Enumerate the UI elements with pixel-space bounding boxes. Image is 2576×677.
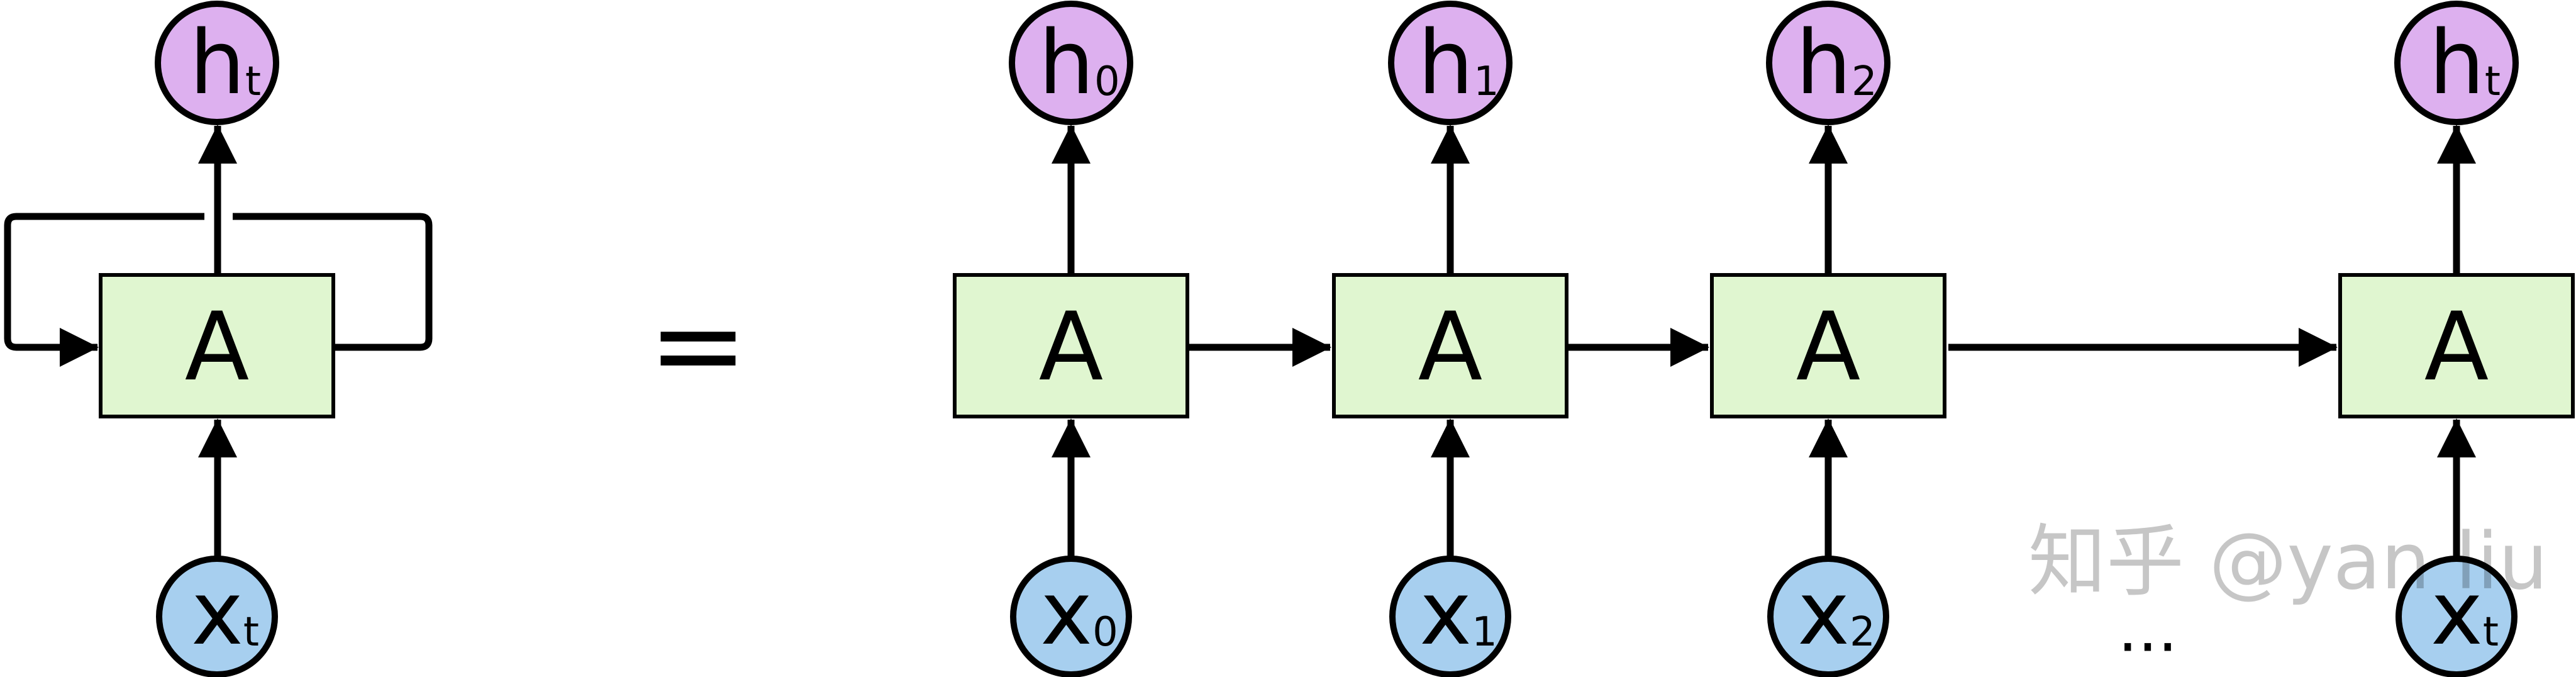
- step-1-input-label: x1: [1419, 562, 1497, 665]
- step-t-hidden-label: ht: [2429, 12, 2501, 115]
- unrolled-rnn: A h0 x0 A h1: [953, 1, 2575, 677]
- step-1-hidden-label: h1: [1418, 12, 1499, 115]
- step-0-hidden-node: h0: [1009, 1, 1133, 125]
- folded-cell-box: [99, 273, 335, 418]
- step-2-input-subscript: 2: [1850, 609, 1875, 656]
- recurrent-loop-return: [4, 213, 204, 367]
- folded-hidden-letter: h: [189, 12, 245, 115]
- step-1: A h1 x1: [1332, 1, 1568, 677]
- step-t-cell-box: [2338, 273, 2575, 418]
- step-2-hidden-label: h2: [1796, 12, 1877, 115]
- step-t-input-label: xt: [2431, 562, 2499, 665]
- step-0: A h0 x0: [953, 1, 1189, 677]
- folded-hidden-subscript: t: [245, 59, 261, 105]
- step-t-input-subscript: t: [2483, 609, 2499, 656]
- step-2: A h2 x2: [1710, 1, 1946, 677]
- step-1-input-subscript: 1: [1472, 609, 1497, 656]
- step-0-cell-label: A: [1039, 293, 1104, 402]
- step-1-input-node: x1: [1389, 556, 1511, 677]
- step-0-input-label: x0: [1040, 562, 1118, 665]
- step-2-hidden-subscript: 2: [1852, 59, 1877, 105]
- step-0-input-letter: x: [1040, 562, 1092, 665]
- step-t: A ht xt: [2338, 1, 2575, 677]
- folded-hidden-node: ht: [155, 1, 279, 125]
- step-t-hidden-letter: h: [2429, 12, 2485, 115]
- step-1-hidden-subscript: 1: [1474, 59, 1499, 105]
- folded-hidden-label: ht: [189, 12, 261, 115]
- step-t-input-letter: x: [2431, 562, 2483, 665]
- step-0-hidden-label: h0: [1038, 12, 1119, 115]
- step-t-input-node: xt: [2396, 556, 2518, 677]
- step-2-cell-box: [1710, 273, 1946, 418]
- folded-input-label: xt: [191, 562, 259, 665]
- step-2-hidden-node: h2: [1766, 1, 1890, 125]
- step-t-hidden-node: ht: [2394, 1, 2519, 125]
- ellipsis: ...: [2118, 593, 2177, 666]
- step-2-hidden-letter: h: [1796, 12, 1852, 115]
- step-0-cell-box: [953, 273, 1189, 418]
- recurrent-loop-arrow: [233, 213, 433, 351]
- step-1-hidden-letter: h: [1418, 12, 1474, 115]
- step-1-cell-label: A: [1418, 293, 1483, 402]
- step-2-input-node: x2: [1767, 556, 1889, 677]
- folded-input-node: xt: [156, 556, 278, 677]
- step-0-hidden-letter: h: [1038, 12, 1094, 115]
- watermark-text: 知乎 @yan liu: [2028, 517, 2548, 607]
- step-t-hidden-subscript: t: [2485, 59, 2501, 105]
- step-1-cell-box: [1332, 273, 1568, 418]
- step-0-input-node: x0: [1010, 556, 1132, 677]
- equals-sign: =: [648, 276, 748, 415]
- step-0-hidden-subscript: 0: [1094, 59, 1120, 105]
- step-t-cell-label: A: [2424, 293, 2489, 402]
- step-2-input-letter: x: [1797, 562, 1850, 665]
- step-2-cell-label: A: [1796, 293, 1861, 402]
- folded-input-letter: x: [191, 562, 243, 665]
- step-0-input-subscript: 0: [1092, 609, 1118, 656]
- folded-cell-label: A: [185, 293, 250, 402]
- step-1-input-letter: x: [1419, 562, 1472, 665]
- step-1-hidden-node: h1: [1388, 1, 1513, 125]
- folded-input-subscript: t: [243, 609, 259, 656]
- step-2-input-label: x2: [1797, 562, 1875, 665]
- folded-rnn: A ht xt: [4, 1, 433, 677]
